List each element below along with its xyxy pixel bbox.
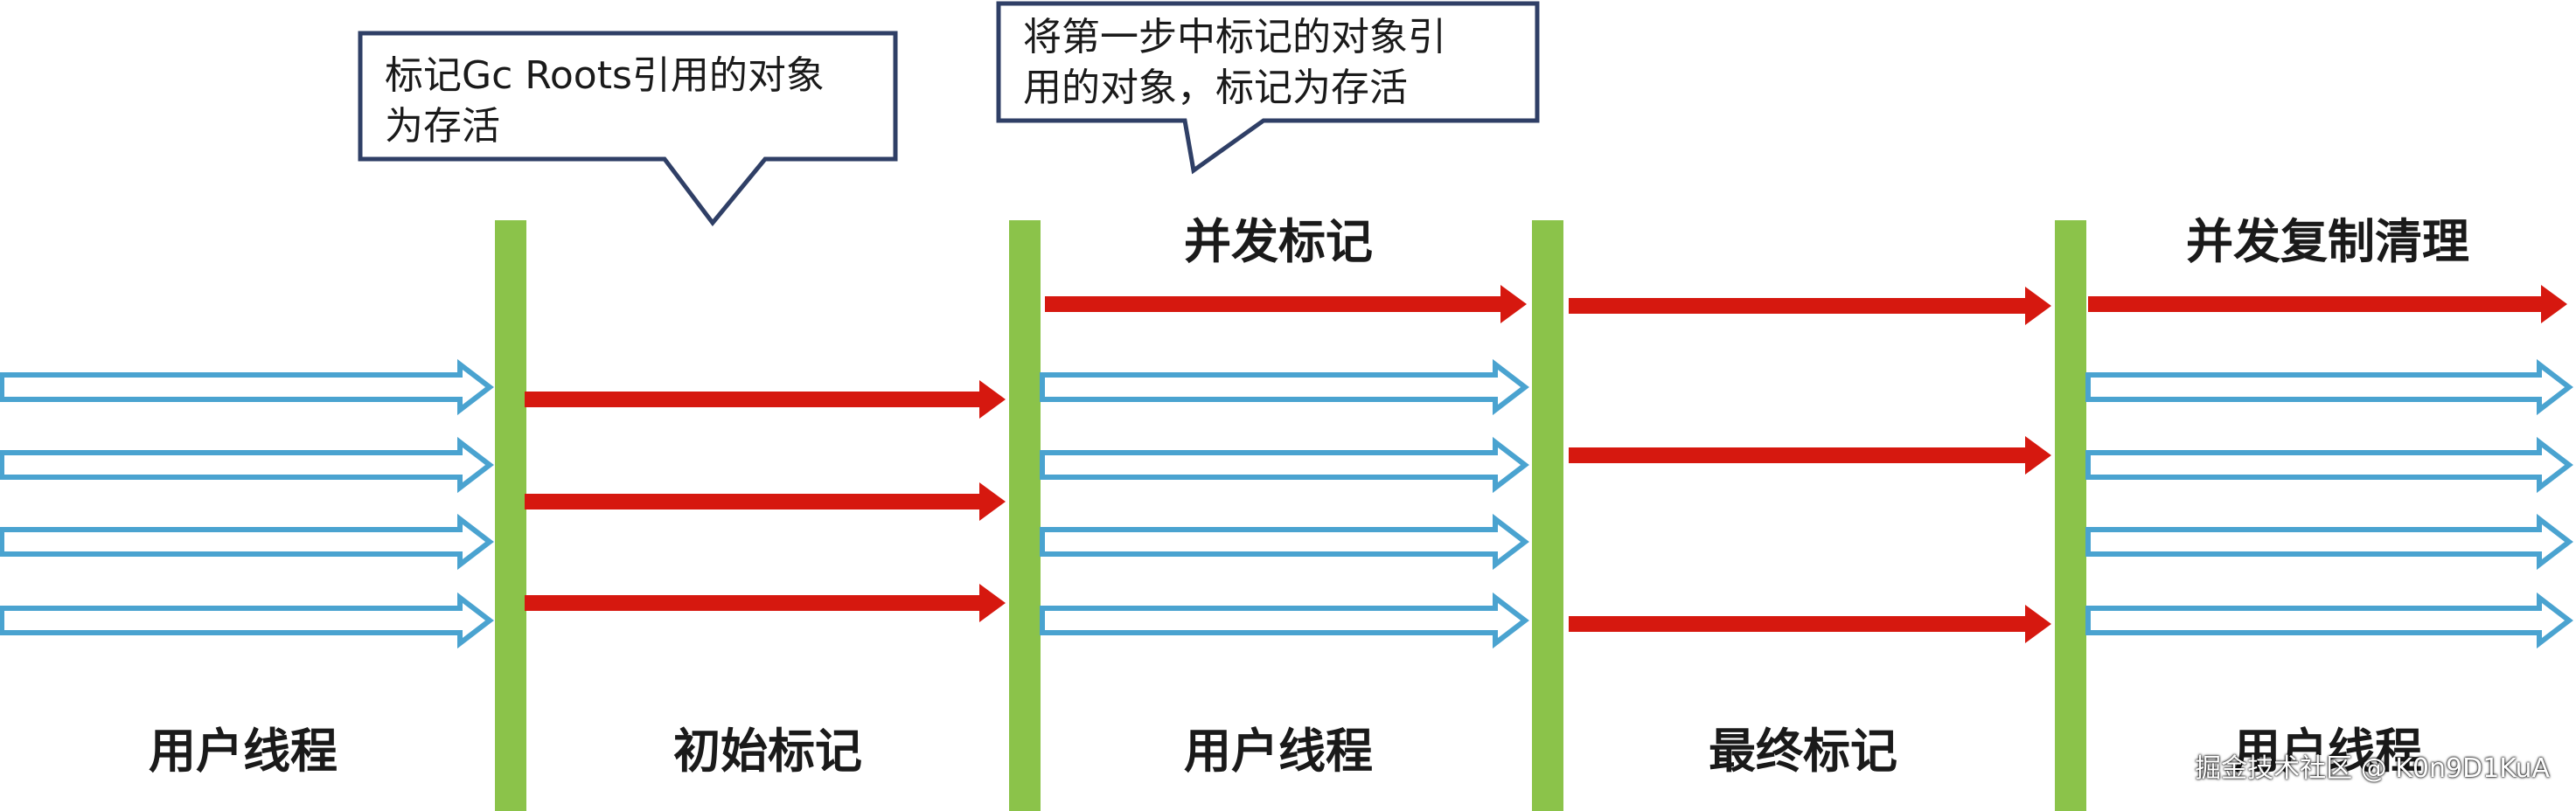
user-thread-arrow-phase3-1: [1040, 358, 1529, 416]
phase-label-user-threads-1: 用户线程: [149, 724, 338, 779]
gc-thread-arrow-concurrent-cleanup-1: [2088, 285, 2567, 323]
watermark: 掘金技术社区 @ K0n9D1KuA: [2195, 753, 2550, 784]
user-thread-arrow-phase5-3: [2085, 513, 2573, 571]
user-thread-arrow-phase5-4: [2085, 592, 2573, 649]
user-thread-arrow-phase1-1: [0, 358, 494, 416]
phase-label-user-threads-3: 用户线程: [2233, 724, 2422, 779]
phase-label-user-threads-2: 用户线程: [1184, 724, 1373, 779]
callout-concurrent-mark-line-1: 将第一步中标记的对象引: [1023, 15, 1446, 59]
phase-divider-2: [1009, 220, 1041, 811]
gc-thread-arrow-concurrent-mark-1: [1045, 285, 1527, 323]
gc-thread-arrow-final-mark-2: [1569, 436, 2051, 475]
callout-initial-mark-bubble: [358, 31, 898, 227]
phase-label-concurrent-mark: 并发标记: [1184, 214, 1373, 269]
gc-thread-arrow-initial-mark-2: [525, 482, 1006, 521]
user-thread-arrow-phase1-4: [0, 592, 494, 649]
user-thread-arrow-phase3-3: [1040, 513, 1529, 571]
gc-thread-arrow-initial-mark-3: [525, 584, 1006, 622]
phase-divider-1: [495, 220, 526, 811]
gc-thread-arrow-final-mark-3: [1569, 605, 2051, 643]
user-thread-arrow-phase1-3: [0, 513, 494, 571]
gc-thread-arrow-initial-mark-1: [525, 380, 1006, 419]
gc-thread-arrow-final-mark-1: [1569, 287, 2051, 325]
user-thread-arrow-phase1-2: [0, 436, 494, 494]
callout-initial-mark-line-2: 为存活: [385, 104, 500, 149]
user-thread-arrows: [0, 358, 2573, 649]
phase-label-concurrent-copy-cleanup: 并发复制清理: [2186, 214, 2469, 269]
phase-divider-3: [1532, 220, 1563, 811]
phase-label-initial-mark: 初始标记: [673, 724, 862, 779]
user-thread-arrow-phase3-2: [1040, 436, 1529, 494]
gc-thread-arrows: [525, 285, 2567, 643]
callout-concurrent-mark-line-2: 用的对象，标记为存活: [1023, 66, 1408, 110]
callout-concurrent-mark-bubble: [996, 1, 1540, 175]
user-thread-arrow-phase5-2: [2085, 436, 2573, 494]
phase-label-final-mark: 最终标记: [1709, 724, 1897, 779]
callout-concurrent-mark-text: 将第一步中标记的对象引 用的对象，标记为存活: [1023, 12, 1446, 114]
phase-divider-4: [2055, 220, 2086, 811]
callout-initial-mark-text: 标记Gc Roots引用的对象 为存活: [385, 51, 825, 152]
callout-initial-mark-line-1: 标记Gc Roots引用的对象: [385, 53, 825, 98]
user-thread-arrow-phase3-4: [1040, 592, 1529, 649]
user-thread-arrow-phase5-1: [2085, 358, 2573, 416]
